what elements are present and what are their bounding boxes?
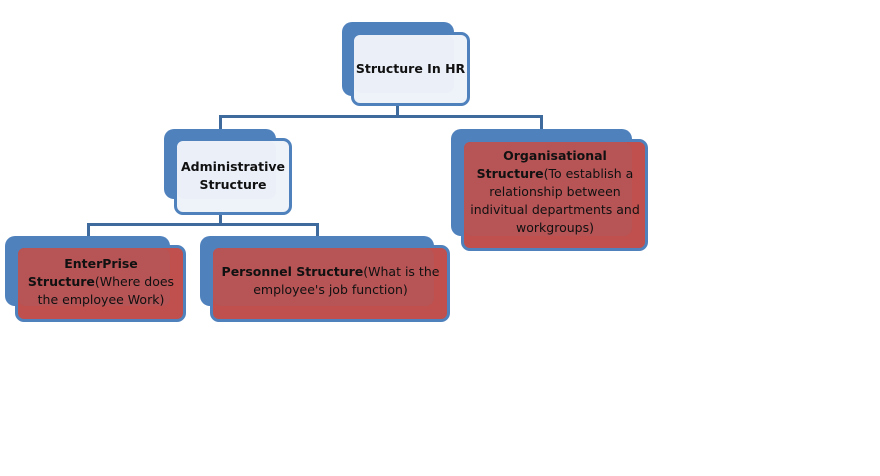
node-overlay	[213, 248, 434, 306]
connector-to-personnel	[316, 223, 319, 236]
node-label: Administrative Structure	[174, 140, 292, 212]
node-title: Personnel Structure	[221, 264, 364, 279]
node-title: Administrative Structure	[180, 159, 286, 192]
node-title: Organisational Structure	[476, 148, 607, 181]
connector-to-administrative	[219, 115, 222, 132]
node-description: (To establish a relationship between ind…	[470, 166, 640, 235]
connector-level1-horizontal	[219, 115, 543, 118]
node-description: (What is the employee's job function)	[253, 264, 440, 297]
node-overlay	[18, 248, 170, 306]
node-overlay	[354, 35, 454, 93]
node-overlay	[464, 142, 632, 236]
node-label: EnterPrise Structure(Where does the empl…	[18, 247, 184, 317]
connector-to-enterprise	[87, 223, 90, 236]
node-label: Personnel Structure(What is the employee…	[213, 246, 448, 316]
node-label: Organisational Structure(To establish a …	[466, 142, 644, 242]
node-description: (Where does the employee Work)	[37, 274, 175, 307]
connector-to-organisational	[540, 115, 543, 130]
node-title: EnterPrise Structure	[27, 256, 138, 289]
connector-root-down	[396, 98, 399, 115]
node-title: Structure In HR	[355, 61, 466, 76]
connector-admin-down	[219, 207, 222, 224]
connector-level2-horizontal	[87, 223, 319, 226]
node-overlay	[177, 141, 276, 199]
node-label: Structure In HR	[351, 32, 470, 106]
